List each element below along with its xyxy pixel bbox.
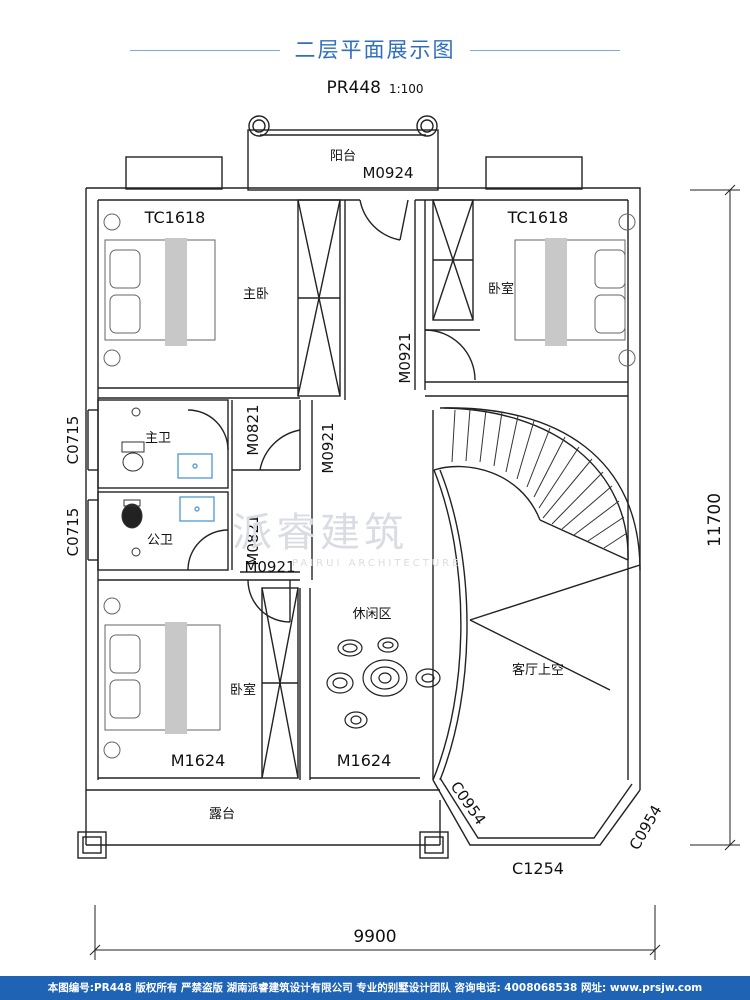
code-door-terrace-right: M1624 (337, 751, 392, 770)
code-window-bay-front: C1254 (512, 859, 564, 878)
code-window-master: TC1618 (144, 208, 206, 227)
plan-scale: 1:100 (388, 82, 424, 96)
code-window-bath1: C0715 (64, 416, 82, 465)
title-line-left (130, 50, 280, 51)
code-window-bath2: C0715 (64, 508, 82, 557)
rock-garden-icon (326, 637, 441, 729)
window-box-bedroom (485, 156, 583, 190)
room-label-lounge: 休闲区 (352, 607, 391, 622)
plan-code: PR448 (326, 78, 381, 98)
bed-master (103, 213, 216, 367)
dimension-height: 11700 (705, 493, 725, 547)
code-door-master-bath: M0821 (244, 404, 262, 455)
window-box-master (125, 156, 223, 190)
terrace-column-left (77, 831, 107, 859)
floor-drain-icon (131, 407, 141, 417)
room-label-master-bath: 主卫 (145, 431, 171, 446)
bed-sw (103, 597, 221, 759)
code-door-terrace-left: M1624 (171, 751, 226, 770)
dimension-lines (89, 184, 740, 960)
code-door-bedroom-ne: M0921 (396, 332, 414, 383)
floor-drain-icon-2 (131, 547, 141, 557)
outer-wall (86, 187, 641, 790)
title-line-right (470, 50, 620, 51)
room-label-master-bedroom: 主卧 (243, 287, 269, 302)
footer-bar: 本图编号:PR448 版权所有 严禁盗版 湖南派睿建筑设计有限公司 专业的别墅设… (0, 976, 750, 1000)
floor-plan: 阳台 主卧 卧室 主卫 公卫 休闲区 卧室 客厅上空 露台 M0924 TC16… (64, 115, 740, 960)
plan-subtitle: PR448 1:100 (0, 78, 750, 98)
code-window-bedroom-ne: TC1618 (507, 208, 569, 227)
code-window-bay-left: C0954 (447, 778, 490, 828)
room-label-terrace: 露台 (209, 807, 235, 822)
code-window-bay-right: C0954 (626, 802, 666, 853)
bed-ne (514, 213, 636, 367)
void-curve (432, 469, 462, 781)
code-door-balcony: M0924 (362, 164, 413, 182)
room-label-balcony: 阳台 (330, 149, 356, 164)
code-door-lounge: M0921 (319, 422, 337, 473)
dimension-width: 9900 (353, 927, 396, 947)
room-label-bedroom-ne: 卧室 (488, 281, 514, 297)
room-label-bedroom-sw: 卧室 (230, 682, 256, 698)
terrace-column-right (419, 831, 449, 859)
balcony-outline (247, 129, 439, 191)
toilet-public (121, 499, 143, 529)
code-door-bedroom-sw: M0921 (244, 558, 295, 576)
room-label-living-void: 客厅上空 (512, 662, 564, 678)
room-label-public-bath: 公卫 (147, 533, 173, 548)
code-door-public-bath: M0821 (244, 514, 262, 565)
public-bath-outline (97, 491, 229, 571)
washbasin-icon (177, 453, 215, 522)
bay-window (432, 779, 641, 846)
stair-treads (451, 408, 628, 549)
page-title: 二层平面展示图 (294, 38, 456, 62)
toilet-master (121, 441, 145, 472)
